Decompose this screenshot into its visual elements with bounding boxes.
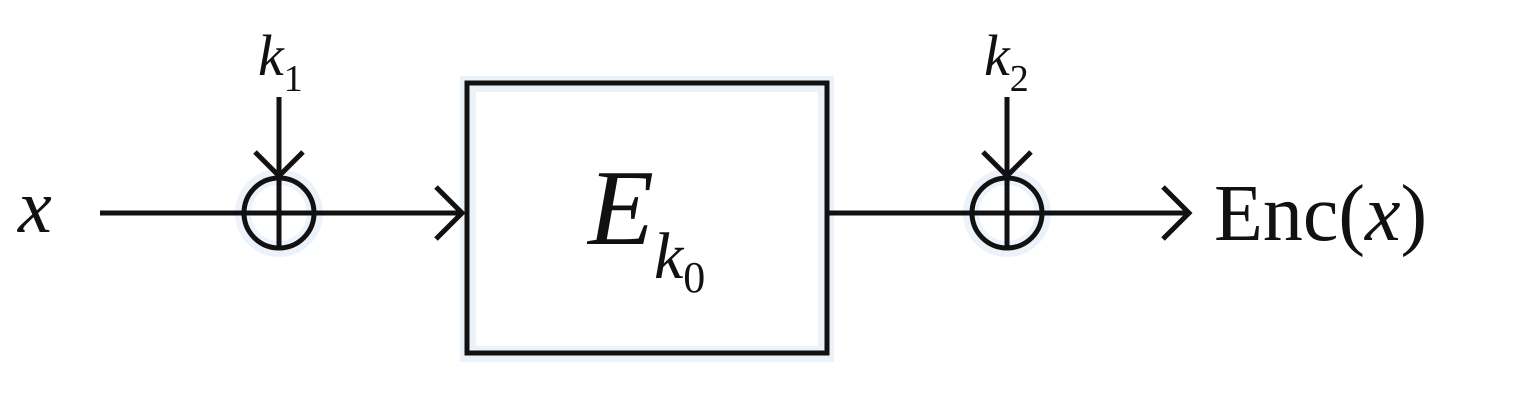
block-label: Ek0 bbox=[586, 149, 705, 302]
block-sub-sub: 0 bbox=[683, 253, 705, 302]
input-label: x bbox=[17, 165, 52, 249]
output-var: x bbox=[1364, 170, 1401, 258]
output-suffix: ) bbox=[1401, 170, 1428, 258]
input-arrowhead bbox=[434, 185, 466, 241]
key2-base: k bbox=[984, 23, 1011, 88]
key2-sub: 2 bbox=[1010, 58, 1029, 100]
output-arrowhead bbox=[1161, 185, 1193, 241]
key2-label: k2 bbox=[984, 23, 1029, 100]
output-prefix: Enc( bbox=[1214, 170, 1365, 258]
key1-label: k1 bbox=[258, 23, 303, 100]
block-sub-base: k bbox=[654, 220, 685, 293]
cipher-block bbox=[464, 80, 830, 356]
key1-base: k bbox=[258, 23, 285, 88]
block-base: E bbox=[586, 149, 654, 268]
key1-sub: 1 bbox=[284, 58, 303, 100]
output-label: Enc(x) bbox=[1214, 170, 1427, 258]
